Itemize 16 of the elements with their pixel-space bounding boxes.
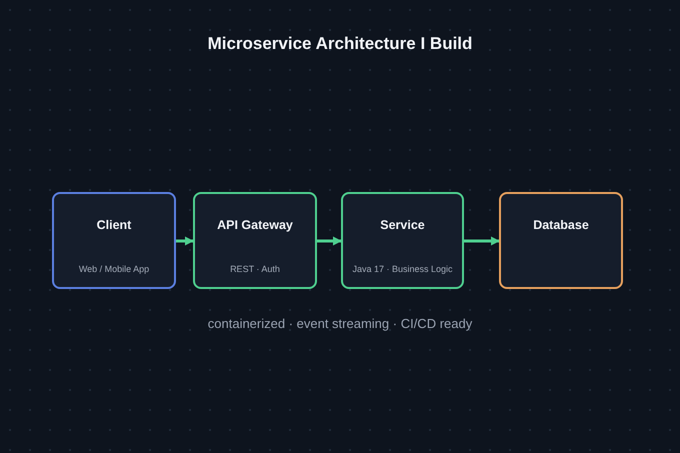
arrow xyxy=(317,236,342,246)
box-subtitle: REST · Auth xyxy=(229,264,281,274)
service-box xyxy=(341,192,464,289)
box-title: Database xyxy=(533,218,589,233)
service-box xyxy=(193,192,317,289)
arrow xyxy=(176,236,194,246)
box-title: Client xyxy=(96,218,132,233)
service-box xyxy=(52,192,176,289)
service-box xyxy=(499,192,623,289)
box-title: Service xyxy=(380,218,425,233)
box-subtitle: Web / Mobile App xyxy=(78,264,150,274)
arrow xyxy=(464,236,500,246)
box-subtitle: Java 17 · Business Logic xyxy=(351,264,454,274)
box-title: API Gateway xyxy=(217,218,293,233)
caption: containerized · event streaming · CI/CD ready xyxy=(208,316,472,331)
diagram-title: Microservice Architecture I Build xyxy=(208,34,472,54)
